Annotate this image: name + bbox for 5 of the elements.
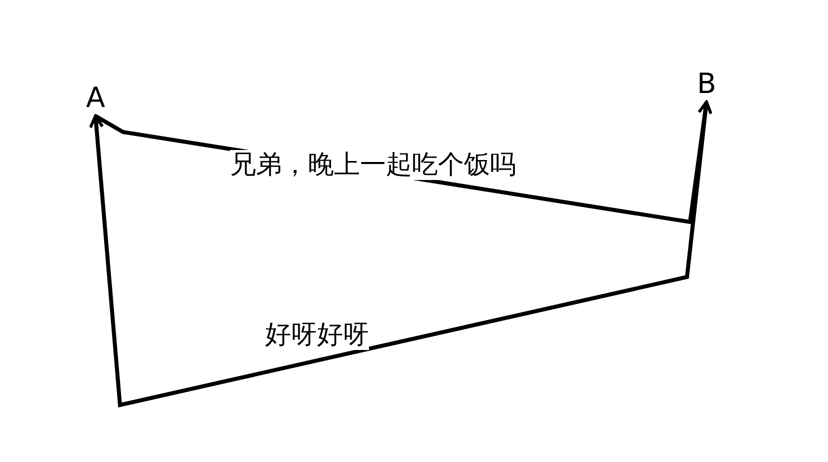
endpoint-label: B — [697, 68, 716, 100]
arrow — [88, 102, 708, 408]
endpoint-label: A — [86, 82, 106, 114]
edge-label: 好呀好呀 — [265, 320, 369, 350]
edge-label: 兄弟，晚上一起吃个饭吗 — [230, 150, 516, 180]
